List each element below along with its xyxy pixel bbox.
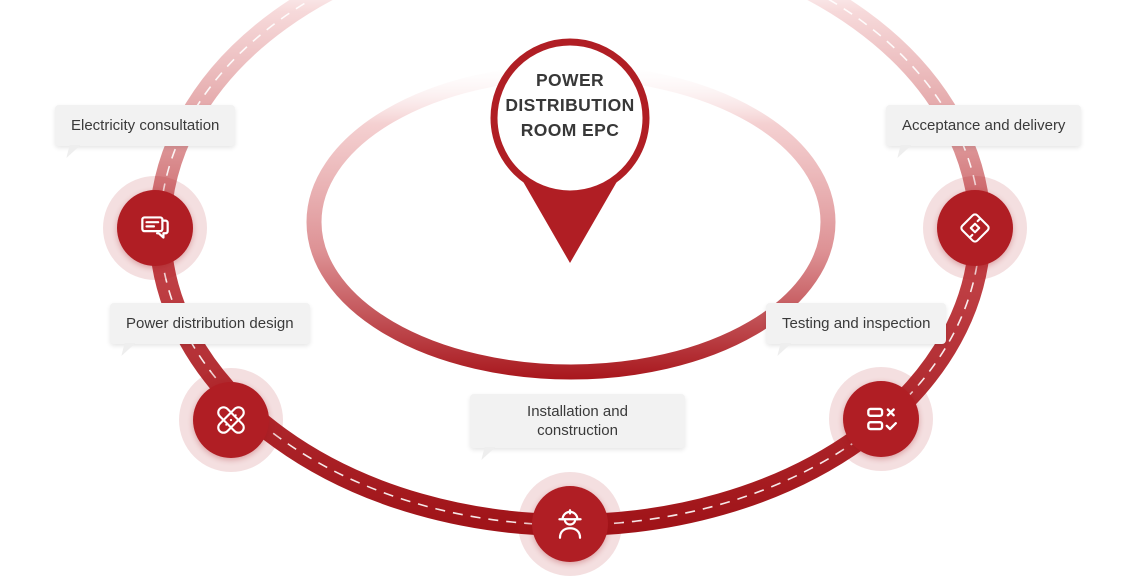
label-testing-inspection: Testing and inspection <box>766 303 947 356</box>
label-installation-construction: Installation and construction <box>470 394 685 460</box>
center-title-line1: POWER <box>535 70 605 90</box>
node-testing-inspection <box>829 367 933 471</box>
construction-worker-icon <box>551 505 589 543</box>
node-acceptance-delivery <box>923 176 1027 280</box>
crossed-tools-icon <box>212 401 250 439</box>
center-pin <box>490 38 650 263</box>
node-electricity-consultation <box>103 176 207 280</box>
node-power-distribution-design <box>179 368 283 472</box>
label-power-distribution-design: Power distribution design <box>110 303 310 356</box>
label-text: Acceptance and delivery <box>902 117 1066 134</box>
checklist-icon <box>862 400 900 438</box>
label-text: Testing and inspection <box>782 315 931 332</box>
label-text: Electricity consultation <box>71 117 220 134</box>
center-title-line3: ROOM EPC <box>520 120 620 140</box>
label-text: Power distribution design <box>126 315 294 332</box>
label-acceptance-delivery: Acceptance and delivery <box>886 105 1082 158</box>
label-text: Installation and construction <box>527 403 628 439</box>
center-title-line2: DISTRIBUTION <box>505 95 635 115</box>
chat-bubbles-icon <box>136 209 174 247</box>
handshake-diamond-icon <box>956 209 994 247</box>
center-title: POWER DISTRIBUTION ROOM EPC <box>478 68 662 143</box>
label-electricity-consultation: Electricity consultation <box>55 105 236 158</box>
node-installation-construction <box>518 472 622 576</box>
